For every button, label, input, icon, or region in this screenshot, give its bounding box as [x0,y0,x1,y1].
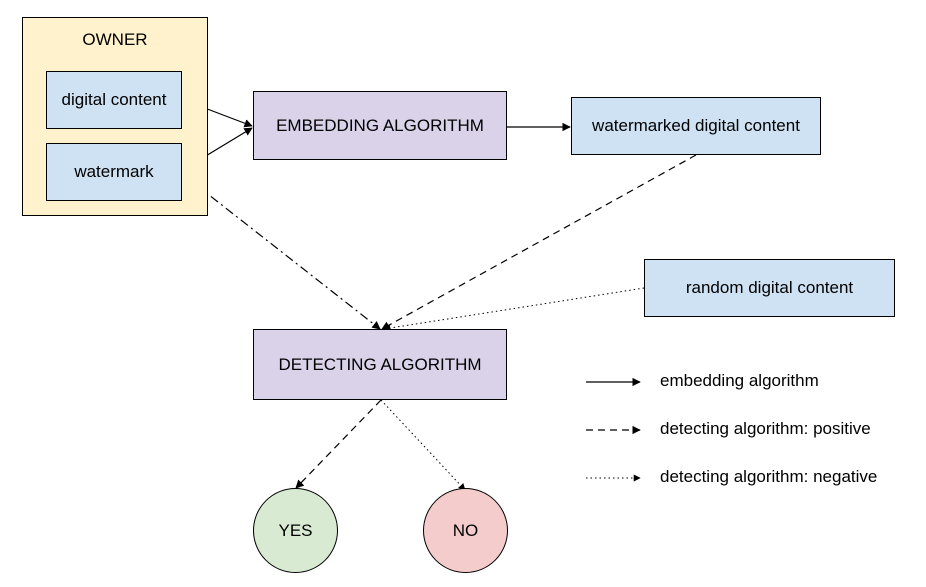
detecting-algorithm-box: DETECTING ALGORITHM [253,329,507,400]
random-content-box: random digital content [644,259,895,317]
edge-detecting-to-no [380,399,466,491]
legend-positive-label: detecting algorithm: positive [660,419,871,438]
yes-circle: YES [253,488,338,573]
embedding-algorithm-box: EMBEDDING ALGORITHM [253,91,507,160]
digital-content-box: digital content [46,71,182,129]
watermark-box: watermark [46,143,182,201]
edge-watermark-to-detecting [180,172,381,330]
edge-detecting-to-yes [295,399,382,489]
edge-random-to-detecting [383,287,645,332]
no-circle: NO [423,488,508,573]
legend-negative-label: detecting algorithm: negative [660,467,878,486]
owner-title: OWNER [82,30,148,49]
legend-embedding-label: embedding algorithm [660,371,819,390]
watermarked-content-box: watermarked digital content [571,97,821,155]
